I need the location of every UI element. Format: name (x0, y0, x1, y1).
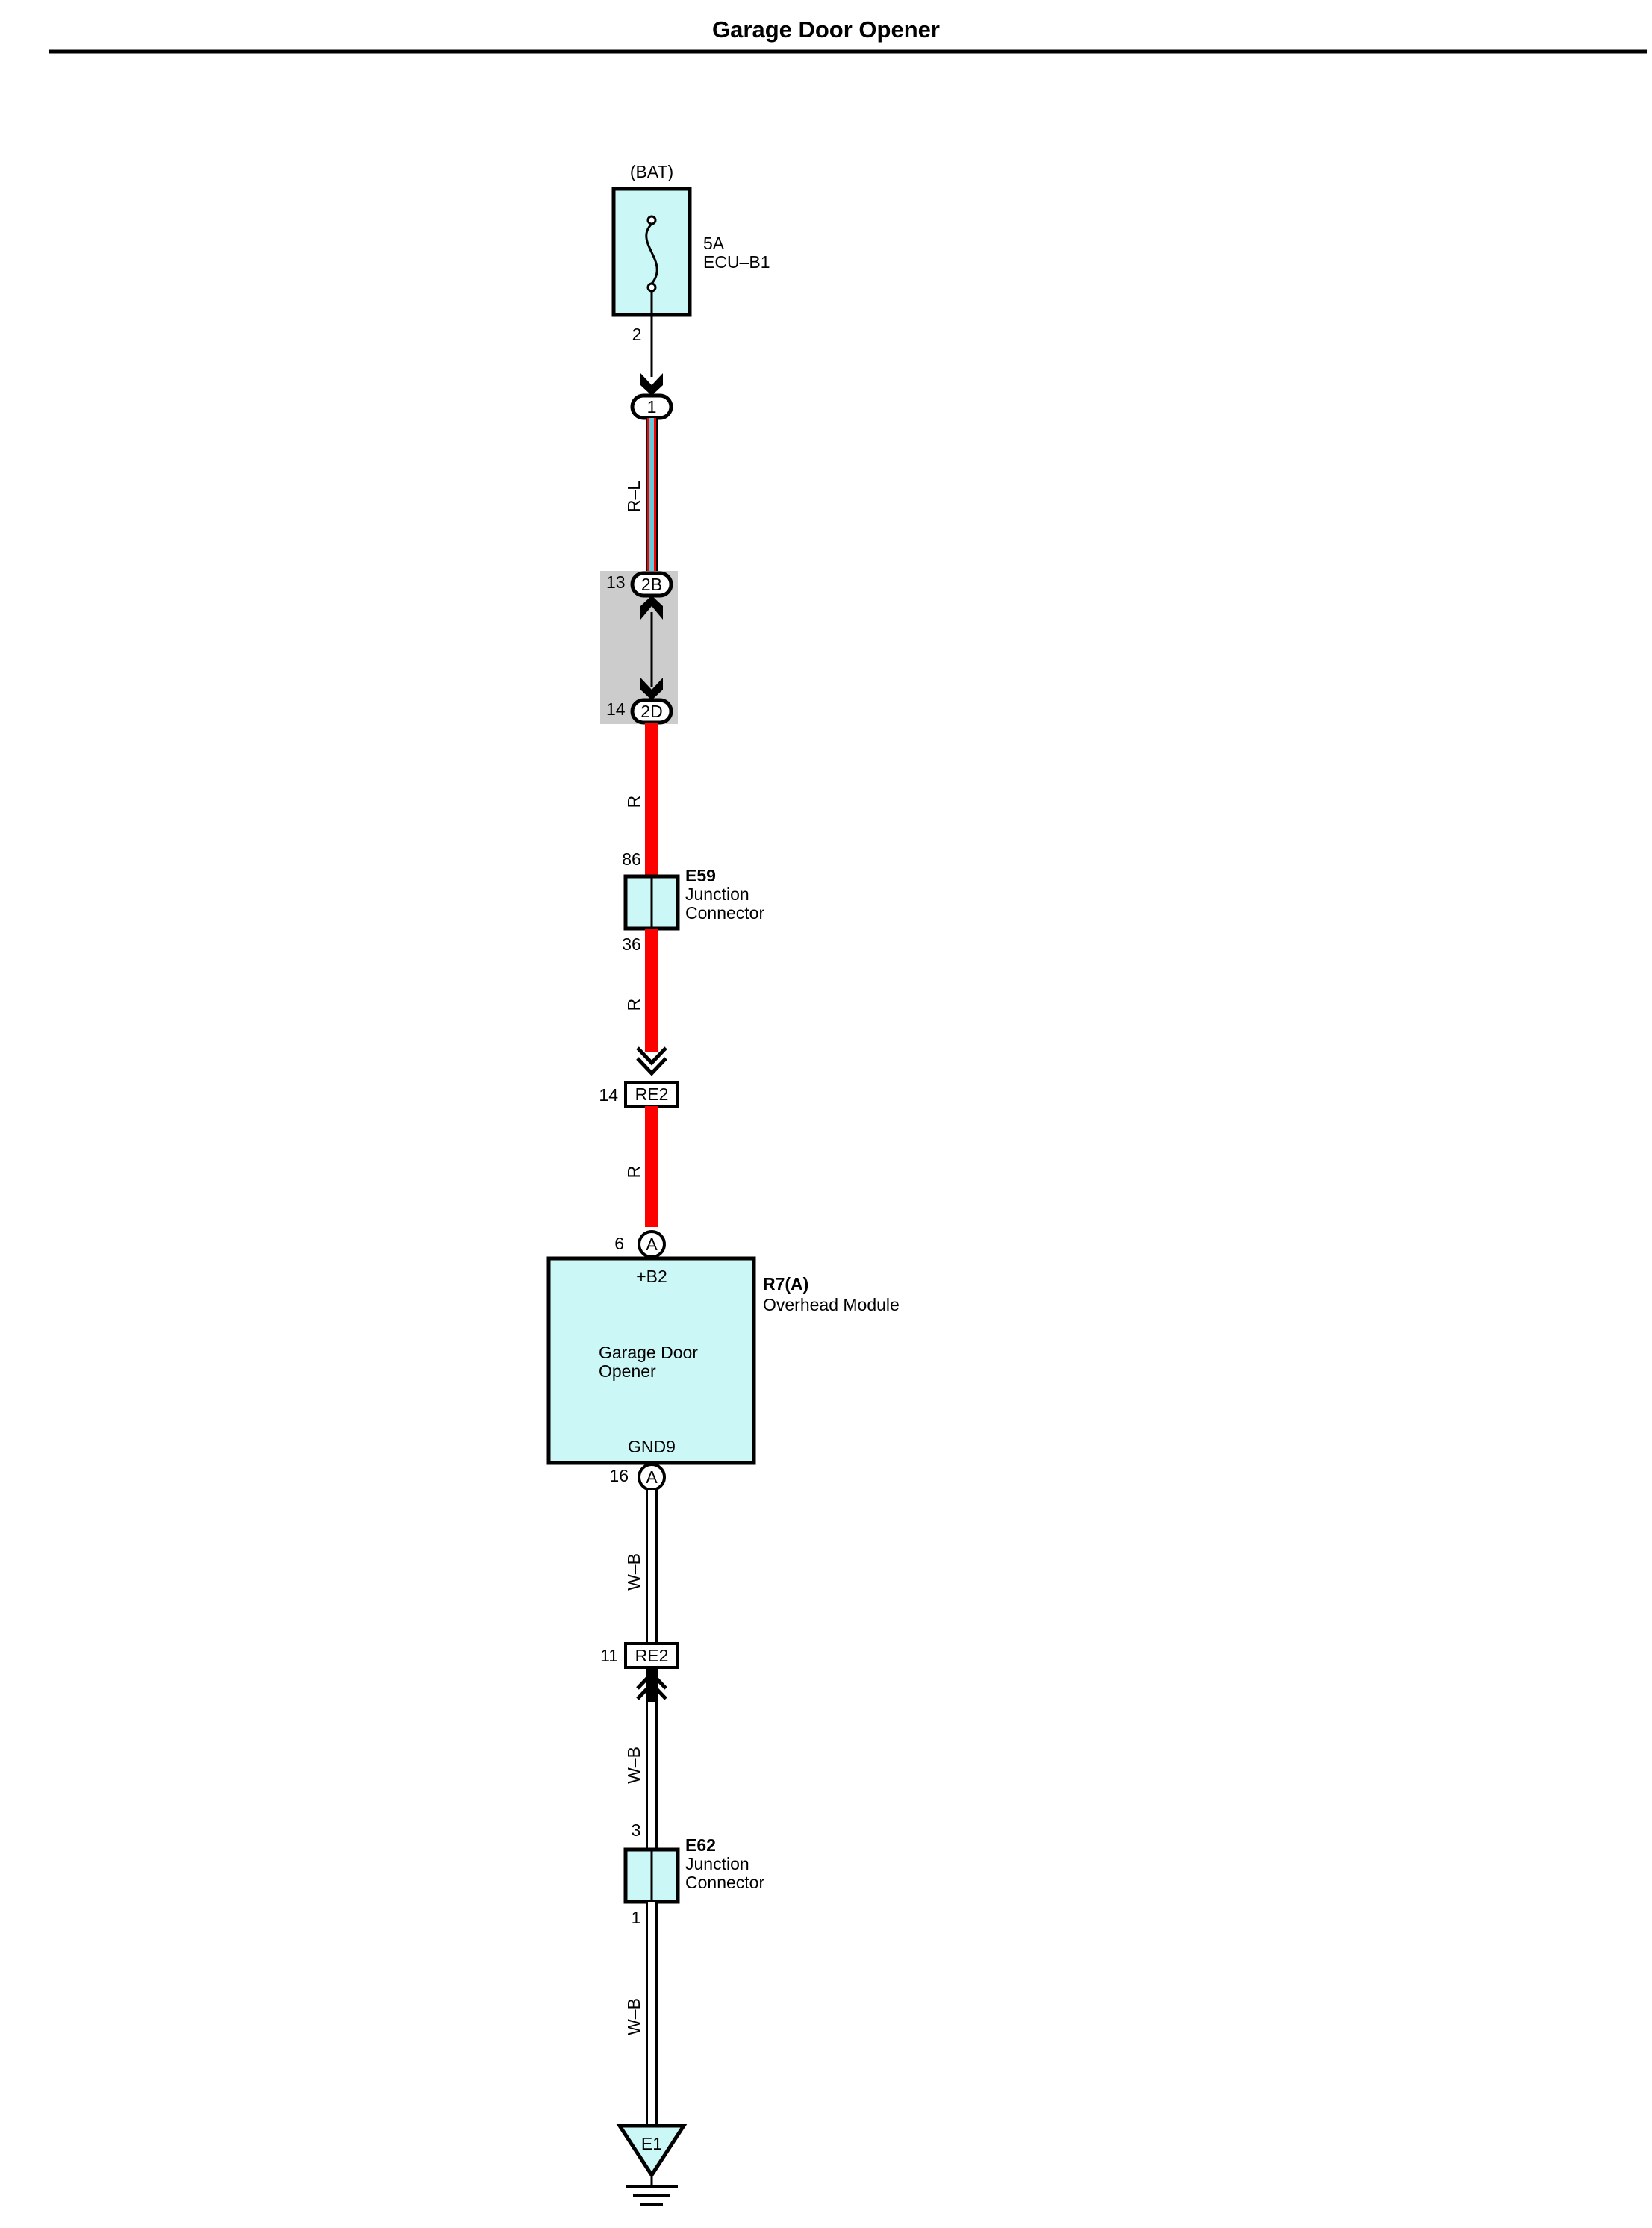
fuse-source-label: (BAT) (630, 162, 673, 181)
wire-w-b-3 (646, 1902, 658, 2124)
ground-label: E1 (641, 2134, 662, 2153)
fuse-icon (645, 215, 658, 315)
re2-top-label: RE2 (635, 1085, 669, 1104)
module-terminal-bottom: GND9 (628, 1437, 676, 1456)
re2-bottom-pin: 11 (600, 1646, 618, 1665)
ground-icon (616, 2124, 688, 2206)
re2-bottom-label: RE2 (635, 1646, 669, 1665)
fuse-name: ECU–B1 (703, 252, 770, 272)
connector-2b-pin: 13 (606, 572, 626, 592)
wire-label-r-2: R (624, 999, 643, 1011)
e59-code: E59 (685, 866, 716, 885)
e59-line1: Junction (685, 884, 749, 904)
fuse-pin: 2 (632, 325, 642, 344)
wire-r-2 (645, 929, 658, 1052)
module-pin-top: 6 (614, 1234, 624, 1253)
arrow-down-icon (640, 373, 663, 396)
module-name: Overhead Module (763, 1295, 900, 1314)
wire-w-b-1 (646, 1490, 658, 1656)
module-function-line2: Opener (599, 1361, 656, 1381)
overhead-module (546, 1256, 756, 1465)
e62-junction (623, 1847, 680, 1904)
wire-r-3 (645, 1106, 658, 1227)
fuse-rating: 5A (703, 234, 725, 253)
page-title: Garage Door Opener (712, 16, 940, 43)
wire-label-r-1: R (624, 796, 643, 808)
e62-line1: Junction (685, 1854, 749, 1873)
module-pin-top-conn: A (646, 1235, 658, 1254)
e62-pin-top: 3 (632, 1820, 641, 1840)
connector-1-label: 1 (647, 397, 657, 416)
e59-pin-top: 86 (622, 849, 641, 869)
wire-label-w-b-3: W–B (624, 1998, 643, 2035)
e59-pin-bottom: 36 (622, 934, 641, 954)
connector-re2-top (624, 1081, 679, 1108)
wire-w-b-2 (646, 1667, 658, 1850)
connector-2b-label: 2B (641, 575, 662, 594)
e59-junction (623, 874, 680, 931)
wire-label-r-l: R–L (624, 481, 643, 512)
e62-code: E62 (685, 1835, 716, 1855)
e62-pin-bottom: 1 (632, 1908, 641, 1927)
e62-line2: Connector (685, 1873, 764, 1892)
wire-label-r-3: R (624, 1166, 643, 1179)
wire-r-1 (645, 723, 658, 876)
double-chevron-down-icon (636, 1046, 667, 1076)
re2-top-pin: 14 (599, 1085, 618, 1105)
module-code: R7(A) (763, 1274, 808, 1294)
wire-label-w-b-2: W–B (624, 1747, 643, 1784)
module-pin-bottom: 16 (609, 1466, 629, 1485)
module-function-line1: Garage Door (599, 1343, 698, 1362)
wire-r-l (646, 418, 658, 571)
connector-re2-bottom (624, 1642, 679, 1669)
connector-2d-pin: 14 (606, 699, 626, 719)
module-terminal-top: +B2 (636, 1267, 667, 1286)
e59-line2: Connector (685, 903, 764, 923)
connector-2d-label: 2D (640, 702, 662, 721)
arrow-down-icon (640, 678, 663, 700)
wire-label-w-b-1: W–B (624, 1553, 643, 1591)
module-pin-bottom-conn: A (646, 1467, 658, 1487)
arrow-up-icon (640, 596, 663, 620)
